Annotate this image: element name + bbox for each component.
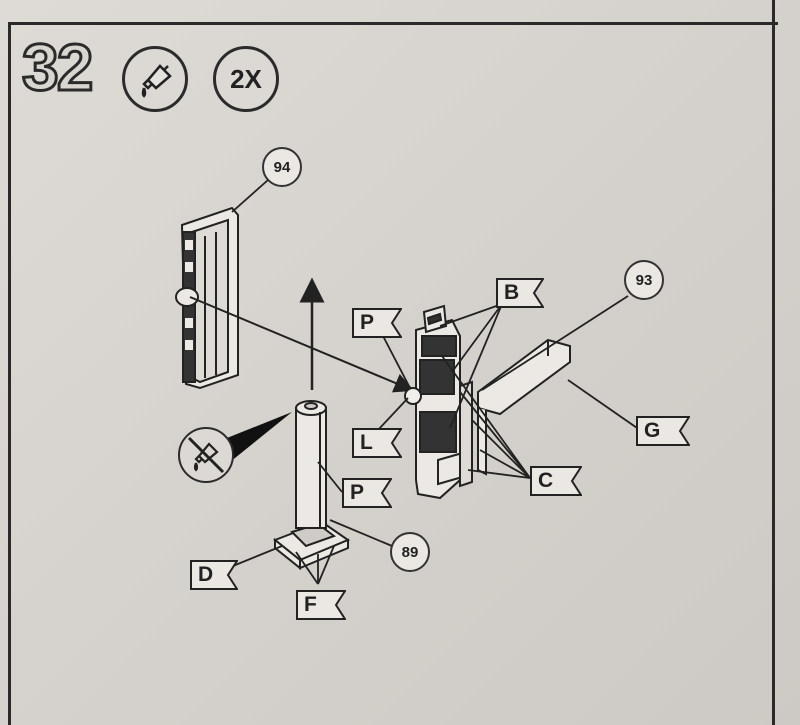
callout-part-89: 89 — [390, 532, 430, 572]
leader-94 — [231, 179, 269, 213]
callout-part-93: 93 — [624, 260, 664, 300]
leader-P-top — [381, 333, 411, 389]
flag-D: D — [190, 560, 238, 590]
leaders-F — [295, 545, 335, 585]
no-glue-badge — [178, 427, 234, 483]
flag-P-top: P — [352, 308, 402, 338]
flag-B: B — [496, 278, 544, 308]
quantity-label: 2X — [230, 63, 262, 94]
no-glue-icon — [187, 436, 225, 474]
leaders-B — [439, 303, 503, 429]
leader-G — [567, 379, 641, 431]
leaders-C — [441, 355, 531, 479]
leader-L — [377, 397, 409, 431]
flag-G: G — [636, 416, 690, 446]
flag-P-top-label: P — [360, 311, 375, 334]
flag-P-mid: P — [342, 478, 392, 508]
leader-P-mid — [317, 461, 343, 493]
frame-left-border — [8, 22, 11, 725]
flag-D-label: D — [198, 563, 214, 586]
flag-C: C — [530, 466, 582, 496]
flag-G-label: G — [644, 419, 661, 442]
flag-F: F — [296, 590, 346, 620]
callout-part-94: 94 — [262, 147, 302, 187]
flag-F-label: F — [304, 593, 317, 616]
leader-89 — [329, 519, 393, 547]
flag-B-label: B — [504, 281, 520, 304]
flag-C-label: C — [538, 469, 554, 492]
part-94-frame — [175, 206, 239, 390]
quantity-badge: 2X — [213, 46, 279, 112]
flag-L-label: L — [360, 431, 373, 454]
assembly-guide-line — [189, 296, 415, 393]
frame-top-border — [8, 22, 778, 25]
glue-tube-icon — [141, 64, 172, 98]
flag-P-mid-label: P — [350, 481, 365, 504]
glue-badge — [122, 46, 188, 112]
leader-93 — [481, 295, 629, 391]
step-number: 32 — [20, 30, 94, 104]
frame-right-border — [772, 0, 775, 725]
flag-L: L — [352, 428, 402, 458]
leader-D — [227, 545, 283, 569]
no-glue-pointer — [222, 412, 292, 462]
